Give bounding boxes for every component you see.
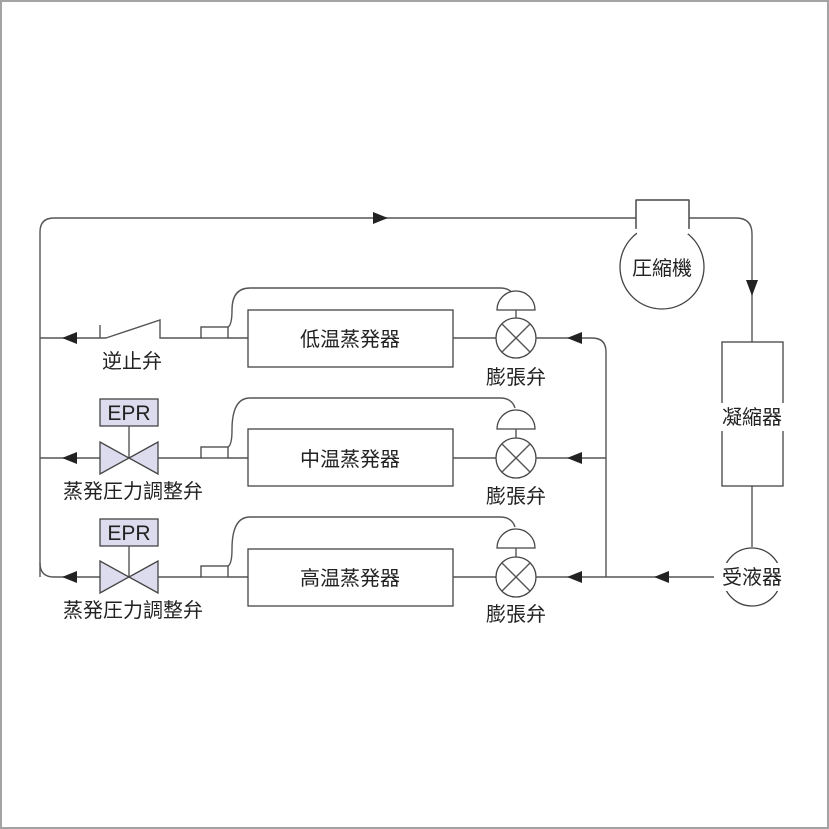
evaporator-high	[247, 548, 454, 607]
compressor: 圧縮機	[619, 199, 705, 310]
discharge-line	[689, 217, 753, 342]
sensing-bulb-high	[200, 565, 229, 578]
expansion-valve-mid-label: 膨張弁	[486, 484, 546, 508]
capillary-low	[227, 287, 516, 328]
flow-arrow-liquid-high	[567, 571, 582, 583]
epr-valve-high-label: 蒸発圧力調整弁	[63, 598, 203, 622]
flow-arrow-liquid	[654, 571, 669, 583]
flow-arrow-return-mid	[62, 452, 77, 464]
evaporator-mid	[247, 428, 454, 487]
sensing-bulb-low	[200, 326, 229, 339]
epr-valve-mid: EPR	[99, 398, 159, 476]
epr-valve-high: EPR	[99, 518, 159, 595]
evaporator-low	[247, 309, 454, 368]
compressor-label: 圧縮機	[632, 256, 692, 280]
expansion-valve-low-label: 膨張弁	[486, 365, 546, 389]
expansion-valve-low	[495, 290, 567, 359]
flow-arrow-liquid-low	[567, 332, 582, 344]
branch-mid: EPR 蒸発圧力調整弁 中温蒸発器 膨張弁	[40, 397, 567, 508]
suction-line	[39, 217, 640, 577]
evaporator-low-label: 低温蒸発器	[300, 327, 400, 351]
epr-tag-high: EPR	[107, 522, 150, 545]
condenser: 凝縮器	[716, 341, 789, 487]
check-valve	[99, 319, 201, 339]
flow-arrow-return-high	[62, 571, 77, 583]
epr-valve-mid-label: 蒸発圧力調整弁	[63, 479, 203, 503]
evaporator-high-label: 高温蒸発器	[300, 566, 400, 590]
expansion-valve-mid	[495, 409, 567, 479]
flow-arrow-liquid-mid	[567, 452, 582, 464]
expansion-valve-high	[495, 528, 567, 598]
branch-low: 逆止弁 低温蒸発器 膨張弁	[40, 287, 567, 389]
condenser-label: 凝縮器	[722, 405, 782, 429]
capillary-mid	[227, 397, 516, 448]
check-valve-label: 逆止弁	[102, 349, 162, 373]
flow-arrow-suction	[373, 212, 388, 224]
branch-high: EPR 蒸発圧力調整弁 高温蒸発器 膨張弁	[39, 516, 567, 626]
epr-tag-mid: EPR	[107, 402, 150, 425]
receiver-label: 受液器	[722, 565, 782, 589]
expansion-valve-high-label: 膨張弁	[486, 602, 546, 626]
evaporator-mid-label: 中温蒸発器	[300, 447, 400, 471]
liquid-header	[567, 337, 607, 577]
receiver: 受液器	[714, 547, 790, 607]
flow-arrow-return-low	[62, 332, 77, 344]
sensing-bulb-mid	[200, 446, 229, 459]
flow-arrow-discharge	[746, 280, 758, 296]
capillary-high	[227, 516, 516, 567]
